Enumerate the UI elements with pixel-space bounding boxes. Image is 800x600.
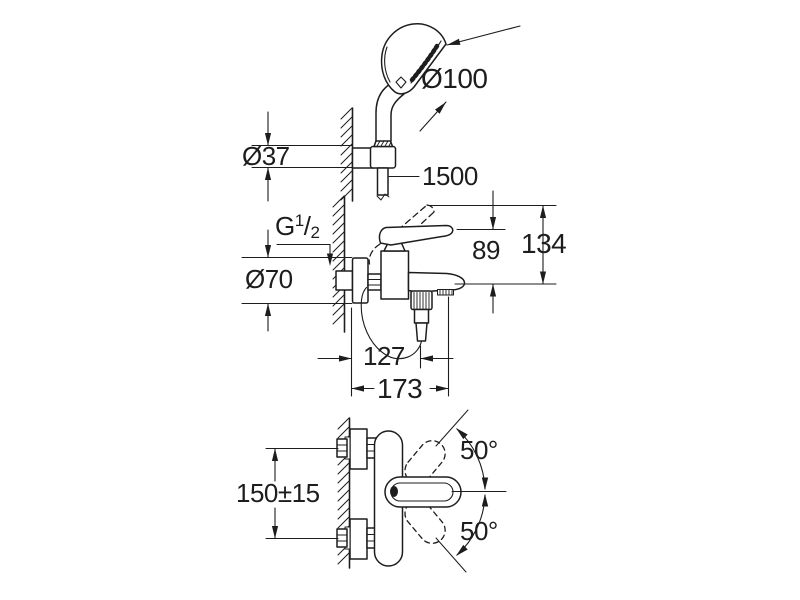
hex-bolt-bottom — [336, 528, 348, 548]
dim-swivel-angle-down: 50° — [460, 516, 498, 546]
spout — [407, 271, 466, 293]
lever-handle — [378, 224, 454, 246]
dim-head-diameter: Ø100 — [421, 63, 488, 94]
wall-hatching — [332, 195, 345, 325]
hex-bolt-top — [336, 438, 348, 458]
dim-thread-size: G1/2 — [275, 211, 320, 242]
dim-lines-mounting-distance — [265, 447, 339, 540]
dim-escutcheon-diameter: Ø70 — [245, 264, 293, 294]
dim-lines-bracket-diameter — [251, 111, 353, 202]
union-nut-facets — [367, 279, 382, 286]
hose-outlet-tip — [415, 322, 428, 342]
mixer-side-view — [241, 190, 557, 397]
mixer-body — [380, 250, 410, 300]
dim-lines-head-diameter — [419, 25, 521, 132]
head-pivot-notch — [395, 76, 407, 89]
hose-break-mark — [376, 193, 390, 201]
inlet-nipple — [335, 270, 354, 291]
wall-hatching — [340, 107, 353, 201]
dim-spout-reach: 173 — [377, 373, 423, 404]
lever-down-dashed — [404, 499, 446, 544]
dim-lines-escutcheon-diameter — [241, 229, 353, 332]
thread-slash: / — [303, 211, 311, 241]
lever-up-dashed — [404, 440, 446, 485]
knurl-texture — [413, 292, 430, 309]
hand-shower-view — [251, 23, 521, 202]
shower-bracket-grip — [369, 145, 397, 169]
mounting-plate-bottom — [349, 518, 368, 560]
thread-denominator: 2 — [310, 223, 320, 242]
thread-prefix: G — [275, 211, 295, 241]
hanging-hose-curve — [360, 286, 423, 360]
lever-pivot-mark — [390, 486, 398, 497]
dim-bracket-diameter: Ø37 — [242, 141, 290, 171]
mounting-plate-top — [349, 428, 368, 470]
shower-head-shell — [380, 23, 447, 95]
dim-lever-height: 89 — [472, 235, 500, 265]
hex-bolt-top-facets — [336, 444, 348, 452]
nozzle-band — [409, 43, 440, 83]
hose-outlet-mid — [413, 308, 430, 324]
dim-lever-raised-height: 134 — [521, 228, 567, 259]
union-nut — [367, 273, 382, 291]
aerator — [437, 289, 454, 296]
dim-hose-length: 1500 — [422, 161, 478, 191]
angle-reference-lines — [435, 409, 507, 573]
hex-bolt-bottom-facets — [336, 534, 348, 542]
shower-hose-stub — [376, 167, 389, 196]
angle-arcs — [456, 428, 489, 556]
cone-knurl — [376, 140, 392, 147]
dim-lines-reach — [317, 296, 454, 397]
dim-outlet-offset: 127 — [363, 341, 405, 371]
dim-mounting-distance: 150±15 — [236, 478, 320, 508]
escutcheon — [351, 257, 369, 304]
dim-swivel-angle-up: 50° — [460, 435, 498, 465]
dim-lines-heights — [427, 190, 557, 314]
thread-leader — [276, 243, 334, 266]
shower-back-edge — [384, 46, 391, 83]
mixer-top-view — [265, 409, 507, 573]
aerator-texture — [439, 289, 453, 295]
thread-numerator: 1 — [294, 211, 304, 230]
